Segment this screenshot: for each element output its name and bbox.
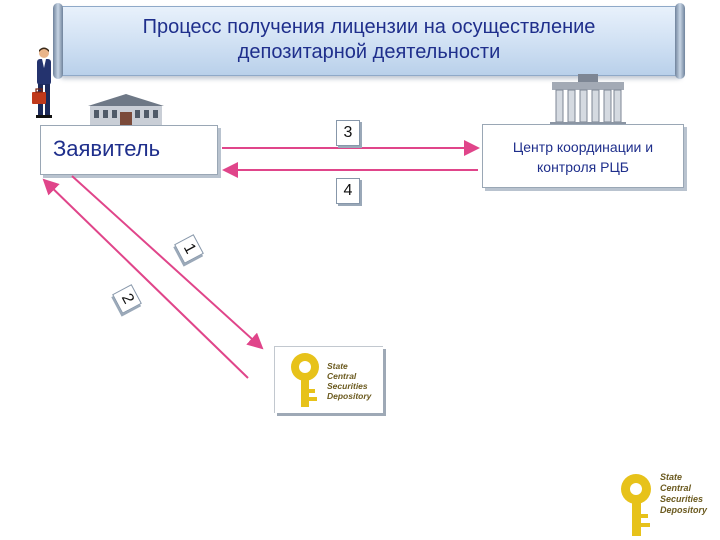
key-logo-icon-corner <box>621 474 651 536</box>
title-banner: Процесс получения лицензии на осуществле… <box>53 3 685 79</box>
step-4-tag: 4 <box>336 178 360 204</box>
banner-scroll-roll-right <box>675 3 685 79</box>
depository-logo-box: State Central Securities Depository <box>274 346 383 413</box>
page-title: Процесс получения лицензии на осуществле… <box>142 16 596 63</box>
arrow-step-1 <box>71 175 264 350</box>
control-center-label: Центр координации и контроля РЦБ <box>512 139 654 175</box>
depository-logo-text-corner: State Central Securities Depository <box>660 472 708 515</box>
banner-scroll-roll-left <box>53 3 63 79</box>
applicant-label: Заявитель <box>53 136 161 161</box>
step-3-tag: 3 <box>336 120 360 146</box>
arrow-step-2 <box>42 178 249 379</box>
depository-logo-text: State Central Securities Depository <box>327 361 372 401</box>
applicant-box: Заявитель <box>40 125 218 175</box>
key-logo-icon <box>291 353 319 407</box>
businessman-icon <box>32 47 52 118</box>
control-center-box: Центр координации и контроля РЦБ <box>482 124 684 188</box>
